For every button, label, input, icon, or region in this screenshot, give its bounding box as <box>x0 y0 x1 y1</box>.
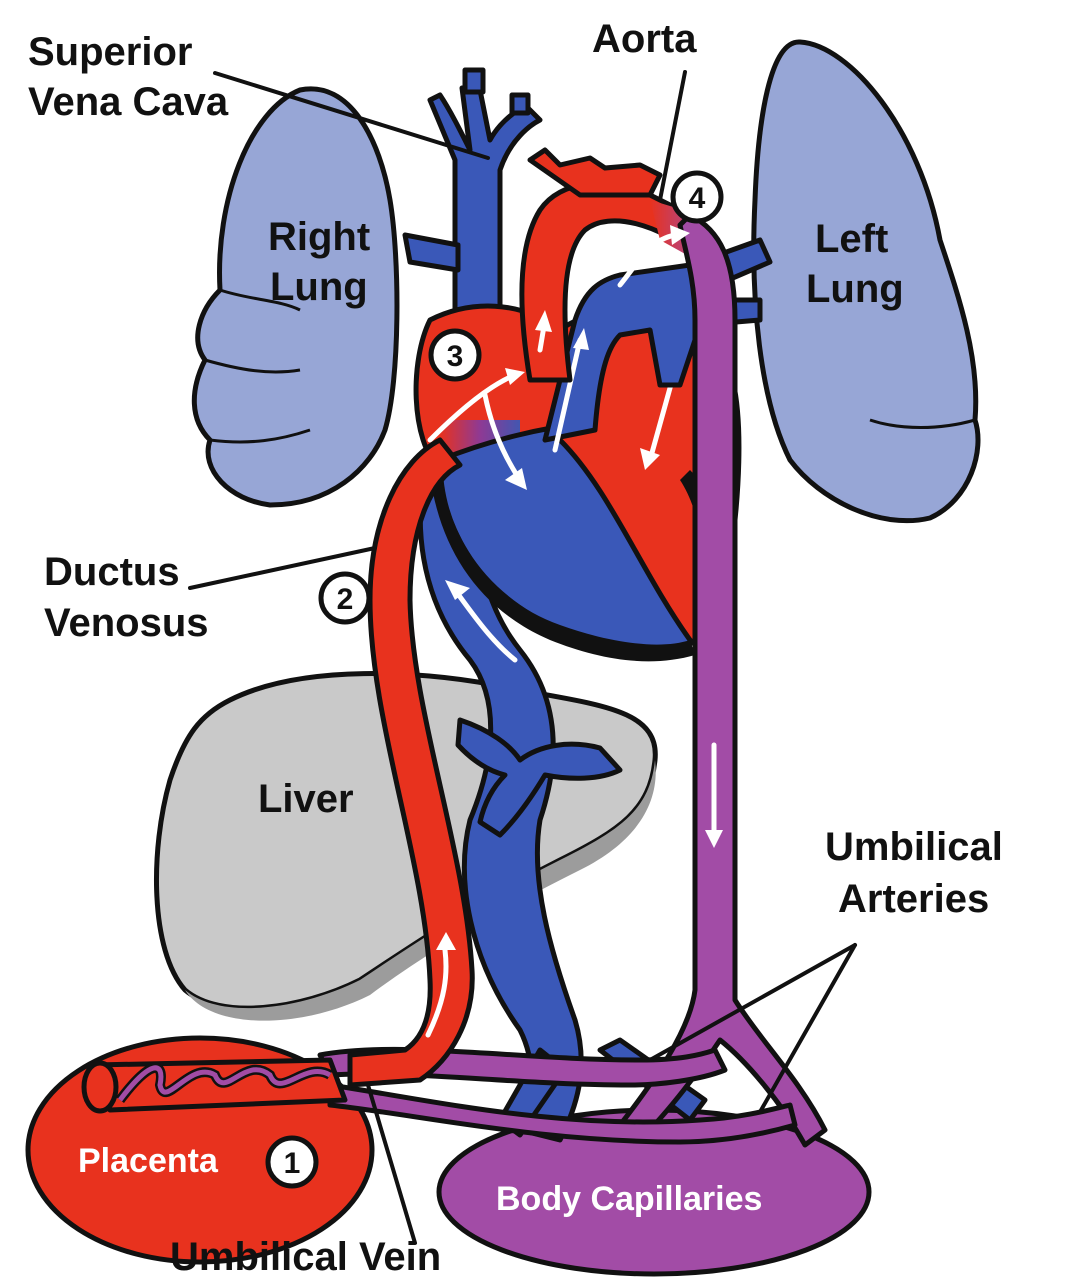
liver-label: Liver <box>258 777 354 821</box>
marker-2: 2 <box>321 574 369 622</box>
superior-vena-cava-label-line1: Superior <box>28 30 192 74</box>
marker-4-number: 4 <box>689 182 706 215</box>
marker-4: 4 <box>673 173 721 221</box>
placenta-label: Placenta <box>78 1142 219 1180</box>
marker-3-number: 3 <box>447 340 464 373</box>
marker-3: 3 <box>431 331 479 379</box>
superior-vena-cava-label-line2: Vena Cava <box>28 80 229 124</box>
marker-2-number: 2 <box>337 583 354 616</box>
aorta-label: Aorta <box>592 17 697 61</box>
body-capillaries-label: Body Capillaries <box>496 1180 762 1218</box>
right-lung-label-line2: Lung <box>270 265 368 309</box>
ductus-venosus-label-line1: Ductus <box>44 550 180 594</box>
left-lung-label-line2: Lung <box>806 267 904 311</box>
marker-1: 1 <box>268 1138 316 1186</box>
umbilical-cord <box>84 1060 345 1111</box>
umbilical-vein-label: Umbilical Vein <box>170 1235 441 1279</box>
umbilical-arteries-label-line1: Umbilical <box>825 825 1003 869</box>
right-lung-label-line1: Right <box>268 215 370 259</box>
ductus-venosus-label-line2: Venosus <box>44 601 209 645</box>
marker-1-number: 1 <box>284 1147 301 1180</box>
left-lung-label-line1: Left <box>815 217 888 261</box>
umbilical-arteries-label-line2: Arteries <box>838 877 989 921</box>
